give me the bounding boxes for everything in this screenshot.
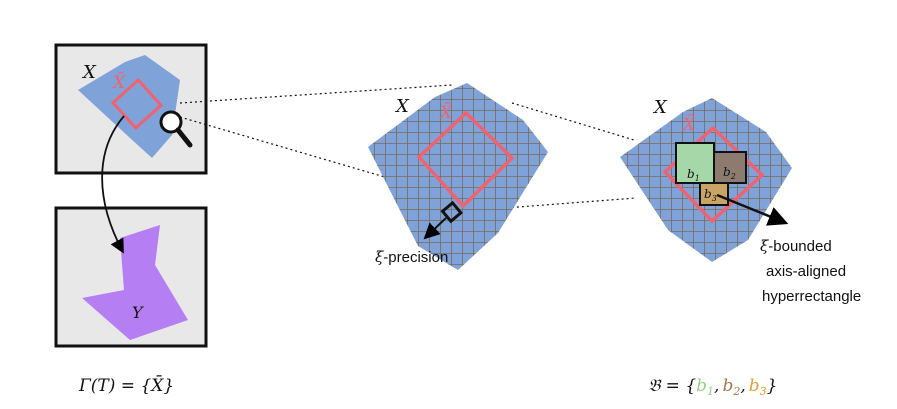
bounded-line3: hyperrectangle xyxy=(762,288,861,305)
boxes-panel: b1 b2 b3 X X̄ ξ-bounded axis-aligned hyp… xyxy=(620,97,861,305)
bounded-arrow xyxy=(716,193,789,226)
output-panel: Y xyxy=(54,206,208,348)
panel1-xbar-label: X̄ xyxy=(111,71,126,93)
box-b3-label: b3 xyxy=(704,187,717,203)
box-b2-label: b2 xyxy=(723,165,736,181)
panel3-xbar-label: X̄ xyxy=(681,113,696,135)
zoom-lines xyxy=(179,84,637,210)
box-b2 xyxy=(713,151,747,184)
xbar-box xyxy=(110,77,164,131)
input-region-x xyxy=(78,55,180,158)
precision-cell xyxy=(440,200,463,224)
precision-xi: ξ xyxy=(375,248,384,266)
box-b3 xyxy=(699,182,729,206)
box-b1 xyxy=(675,142,715,184)
precision-label: ξ-precision xyxy=(375,248,448,266)
grid-panel: X X̄ ξ-precision xyxy=(368,83,548,270)
bounded-line1: ξ-bounded xyxy=(760,237,832,255)
precision-arrow xyxy=(423,217,447,240)
panel3-x-label: X xyxy=(652,97,668,118)
bounded-line2: axis-aligned xyxy=(766,263,846,280)
input-panel: X X̄ xyxy=(54,43,208,175)
output-region-y xyxy=(82,225,188,340)
gamma-formula: Γ(T) = {X̄} xyxy=(78,374,174,396)
panel1-x-label: X xyxy=(81,62,97,83)
grid-xbar-box xyxy=(416,110,515,209)
box-set-formula: 𝔅 = {b1,b2,b3} xyxy=(648,376,777,398)
magnifier-icon xyxy=(159,110,193,148)
precision-text: -precision xyxy=(383,249,448,266)
panel2-x-label: X xyxy=(394,96,410,117)
panel1-y-label: Y xyxy=(132,303,144,322)
mapping-arrow xyxy=(101,115,125,254)
box-b1-label: b1 xyxy=(687,167,700,183)
panel2-xbar-label: X̄ xyxy=(438,101,453,123)
